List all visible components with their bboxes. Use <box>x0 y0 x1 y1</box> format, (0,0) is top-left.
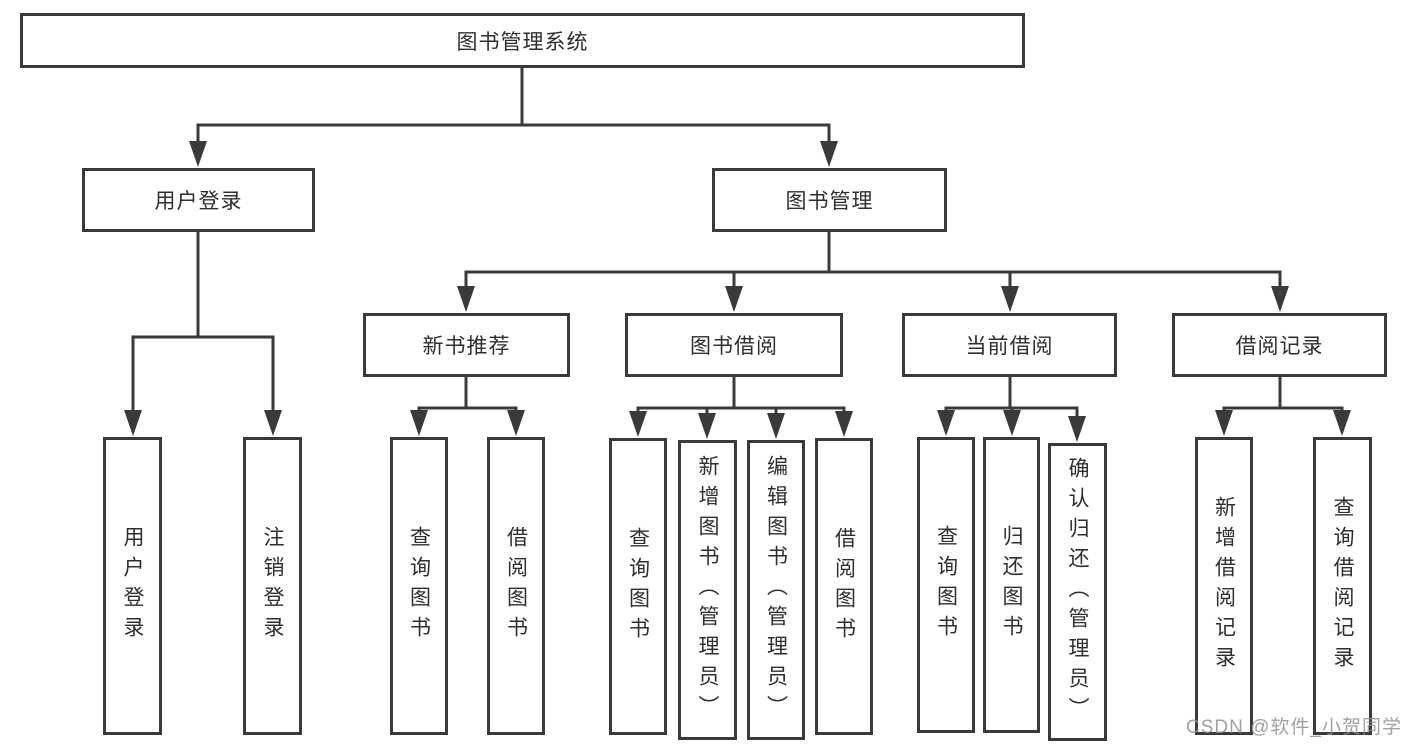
node-borrow-records: 借阅记录 <box>1172 313 1387 377</box>
leaf-query-borrow-record: 查询借阅记录 <box>1313 437 1372 735</box>
leaf-return-books: 归还图书 <box>983 437 1040 733</box>
watermark: CSDN @软件_小贺同学 <box>1186 717 1402 738</box>
leaf-borrow-books: 借阅图书 <box>815 438 873 735</box>
leaf-return-books-label: 归还图书 <box>1000 525 1023 645</box>
leaf-add-borrow-record-label: 新增借阅记录 <box>1212 496 1236 676</box>
node-user-login: 用户登录 <box>82 168 315 232</box>
leaf-borrow-books-recommend-label: 借阅图书 <box>504 526 528 646</box>
leaf-user-login: 用户登录 <box>103 437 162 735</box>
leaf-query-borrow-record-label: 查询借阅记录 <box>1331 496 1354 676</box>
leaf-add-borrow-record: 新增借阅记录 <box>1195 437 1253 735</box>
leaf-confirm-return-admin: 确认归还（管理员） <box>1048 443 1107 741</box>
leaf-logout-label: 注销登录 <box>261 526 284 646</box>
leaf-user-login-label: 用户登录 <box>121 526 144 646</box>
leaf-query-books-borrow: 查询图书 <box>609 438 667 735</box>
node-root: 图书管理系统 <box>20 13 1025 68</box>
leaf-borrow-books-label: 借阅图书 <box>832 526 856 647</box>
leaf-query-books-recommend: 查询图书 <box>390 437 448 735</box>
leaf-add-books-admin: 新增图书（管理员） <box>678 440 737 740</box>
leaf-edit-books-admin-label: 编辑图书（管理员） <box>764 455 788 725</box>
leaf-borrow-books-recommend: 借阅图书 <box>487 437 545 735</box>
node-new-book-recommend: 新书推荐 <box>363 313 570 377</box>
node-book-borrow: 图书借阅 <box>625 313 843 377</box>
node-current-borrow: 当前借阅 <box>902 313 1117 377</box>
leaf-add-books-admin-label: 新增图书（管理员） <box>696 455 719 725</box>
leaf-confirm-return-admin-label: 确认归还（管理员） <box>1066 457 1089 727</box>
leaf-logout: 注销登录 <box>243 437 302 735</box>
leaf-query-books-current-label: 查询图书 <box>934 525 958 645</box>
leaf-query-books-current: 查询图书 <box>917 437 975 733</box>
leaf-edit-books-admin: 编辑图书（管理员） <box>747 440 805 740</box>
node-book-management: 图书管理 <box>712 168 947 232</box>
leaf-query-books-recommend-label: 查询图书 <box>407 526 431 646</box>
leaf-query-books-borrow-label: 查询图书 <box>626 526 650 647</box>
